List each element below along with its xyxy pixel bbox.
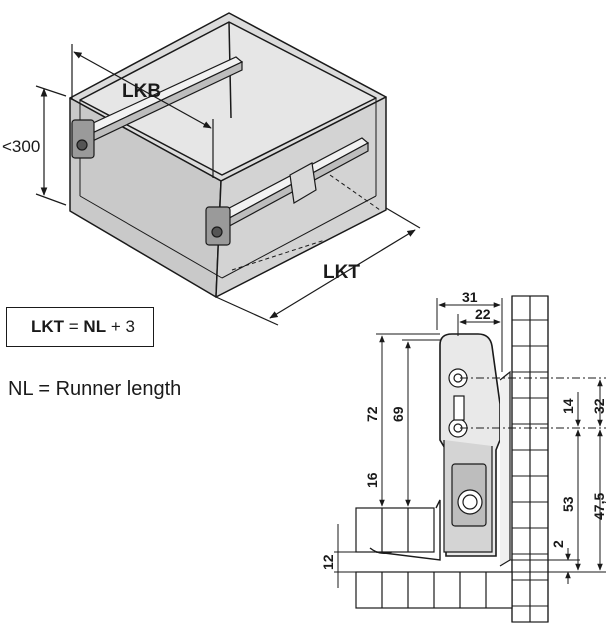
dim-12: 12 (320, 554, 336, 570)
height-dimension (35, 85, 67, 206)
dim-31: 31 (462, 289, 478, 305)
runner-right (205, 137, 370, 246)
section-dimension-labels: 31 22 72 69 16 12 14 32 53 47,5 2 (320, 289, 606, 570)
formula-equals: = (64, 317, 84, 336)
dim-2: 2 (550, 540, 566, 548)
dim-53: 53 (560, 496, 576, 512)
height-label: <300 (2, 137, 40, 156)
lkb-dimension (71, 44, 214, 178)
dim-22: 22 (475, 306, 491, 322)
dim-72: 72 (364, 406, 380, 422)
formula-term-lkt: LKT (31, 317, 65, 336)
cross-section (355, 295, 549, 623)
lkb-label: LKB (122, 81, 161, 102)
runner-length-note: NL = Runner length (8, 378, 182, 400)
section-dimensions (334, 298, 606, 588)
dim-14: 14 (560, 398, 576, 414)
dim-47-5: 47,5 (591, 493, 606, 520)
dim-32: 32 (591, 398, 606, 414)
dim-69: 69 (390, 406, 406, 422)
formula-box: LKT = NL + 3 (6, 307, 154, 347)
lkt-dimension (215, 207, 421, 326)
dim-16: 16 (364, 472, 380, 488)
formula-plus: + 3 (106, 317, 135, 336)
lkt-label: LKT (323, 262, 360, 283)
formula-term-nl: NL (83, 317, 107, 336)
